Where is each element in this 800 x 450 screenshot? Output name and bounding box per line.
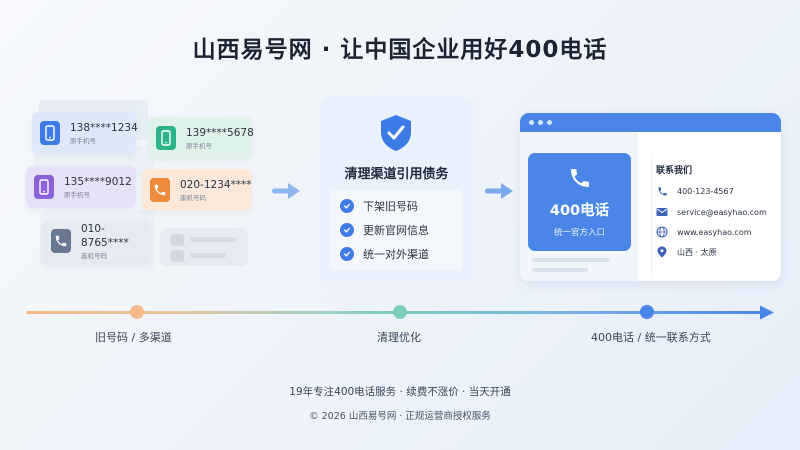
check-icon bbox=[340, 247, 354, 261]
hotline-hero: 400电话 统一官方入口 bbox=[528, 153, 631, 251]
card-number: 135****9012 bbox=[64, 175, 132, 188]
timeline-dot-unified bbox=[640, 305, 654, 319]
contact-item: www.easyhao.com bbox=[656, 226, 752, 238]
step-label: 下架旧号码 bbox=[363, 200, 418, 213]
website-window: 400电话 统一官方入口 联系我们 400-123-4567 service@e… bbox=[520, 113, 781, 281]
check-icon bbox=[340, 223, 354, 237]
step-item: 更新官网信息 bbox=[340, 222, 429, 238]
mobile-phone-icon bbox=[156, 126, 176, 150]
hero-subtitle: 统一官方入口 bbox=[553, 228, 605, 238]
check-icon bbox=[340, 199, 354, 213]
old-number-card: 139****5678 原手机号 bbox=[148, 117, 254, 159]
card-number: 138****1234 bbox=[70, 121, 138, 134]
card-number: 020-1234**** bbox=[180, 178, 252, 191]
handset-icon bbox=[51, 229, 71, 253]
timeline-arrowhead-icon bbox=[760, 305, 774, 320]
card-label: 原手机号 bbox=[64, 190, 90, 199]
contact-title: 联系我们 bbox=[656, 166, 693, 176]
mobile-phone-icon bbox=[34, 175, 54, 199]
panel-title: 清理渠道引用债务 bbox=[344, 167, 449, 182]
phone-icon bbox=[656, 185, 668, 197]
old-number-card: 138****1234 原手机号 bbox=[32, 112, 138, 154]
step-label: 更新官网信息 bbox=[363, 224, 429, 237]
timeline-dot-cleanup bbox=[393, 305, 407, 319]
contact-text: service@easyhao.com bbox=[677, 207, 767, 217]
card-number: 010-8765**** bbox=[81, 222, 129, 249]
contact-text: 400-123-4567 bbox=[677, 186, 734, 196]
hero-title: 400电话 bbox=[549, 203, 610, 219]
mail-icon bbox=[656, 206, 668, 218]
timeline-label-unified: 400电话 / 统一联系方式 bbox=[591, 331, 711, 344]
timeline-dot-old bbox=[130, 305, 144, 319]
placeholder-card bbox=[160, 228, 248, 266]
contact-text: www.easyhao.com bbox=[677, 227, 752, 237]
old-number-card: 010-8765**** 座机号码 bbox=[43, 220, 149, 262]
step-label: 统一对外渠道 bbox=[363, 248, 429, 261]
contact-text: 山西 · 太原 bbox=[677, 247, 717, 257]
copyright: © 2026 山西易号网 · 正规运营商授权服务 bbox=[309, 411, 491, 422]
arrow-right-icon bbox=[272, 183, 300, 199]
service-highlights: 19年专注400电话服务 · 续费不涨价 · 当天开通 bbox=[289, 386, 511, 398]
page-title: 山西易号网 · 让中国企业用好400电话 bbox=[192, 37, 608, 63]
shield-check-icon bbox=[381, 115, 411, 151]
contact-item: service@easyhao.com bbox=[656, 206, 767, 218]
globe-icon bbox=[656, 226, 668, 238]
timeline-label-cleanup: 清理优化 bbox=[377, 331, 421, 344]
card-label: 座机号码 bbox=[180, 193, 206, 202]
contact-item: 山西 · 太原 bbox=[656, 246, 717, 258]
location-pin-icon bbox=[656, 246, 668, 258]
card-label: 原手机号 bbox=[70, 136, 96, 145]
card-label: 座机号码 bbox=[81, 251, 107, 260]
card-label: 原手机号 bbox=[186, 141, 212, 150]
window-titlebar bbox=[520, 113, 781, 132]
timeline-label-old: 旧号码 / 多渠道 bbox=[95, 331, 172, 344]
handset-icon bbox=[150, 178, 170, 202]
cleanup-panel: 清理渠道引用债务 下架旧号码 更新官网信息 统一对外渠道 bbox=[320, 97, 473, 281]
contact-item: 400-123-4567 bbox=[656, 185, 734, 197]
old-number-card: 020-1234**** 座机号码 bbox=[142, 169, 252, 211]
card-number: 139****5678 bbox=[186, 126, 254, 139]
cleanup-steps: 下架旧号码 更新官网信息 统一对外渠道 bbox=[330, 190, 463, 270]
arrow-right-icon bbox=[485, 183, 513, 199]
phone-icon bbox=[571, 169, 589, 187]
step-item: 统一对外渠道 bbox=[340, 246, 429, 262]
old-number-card: 135****9012 原手机号 bbox=[26, 166, 136, 208]
step-item: 下架旧号码 bbox=[340, 198, 418, 214]
mobile-phone-icon bbox=[40, 121, 60, 145]
